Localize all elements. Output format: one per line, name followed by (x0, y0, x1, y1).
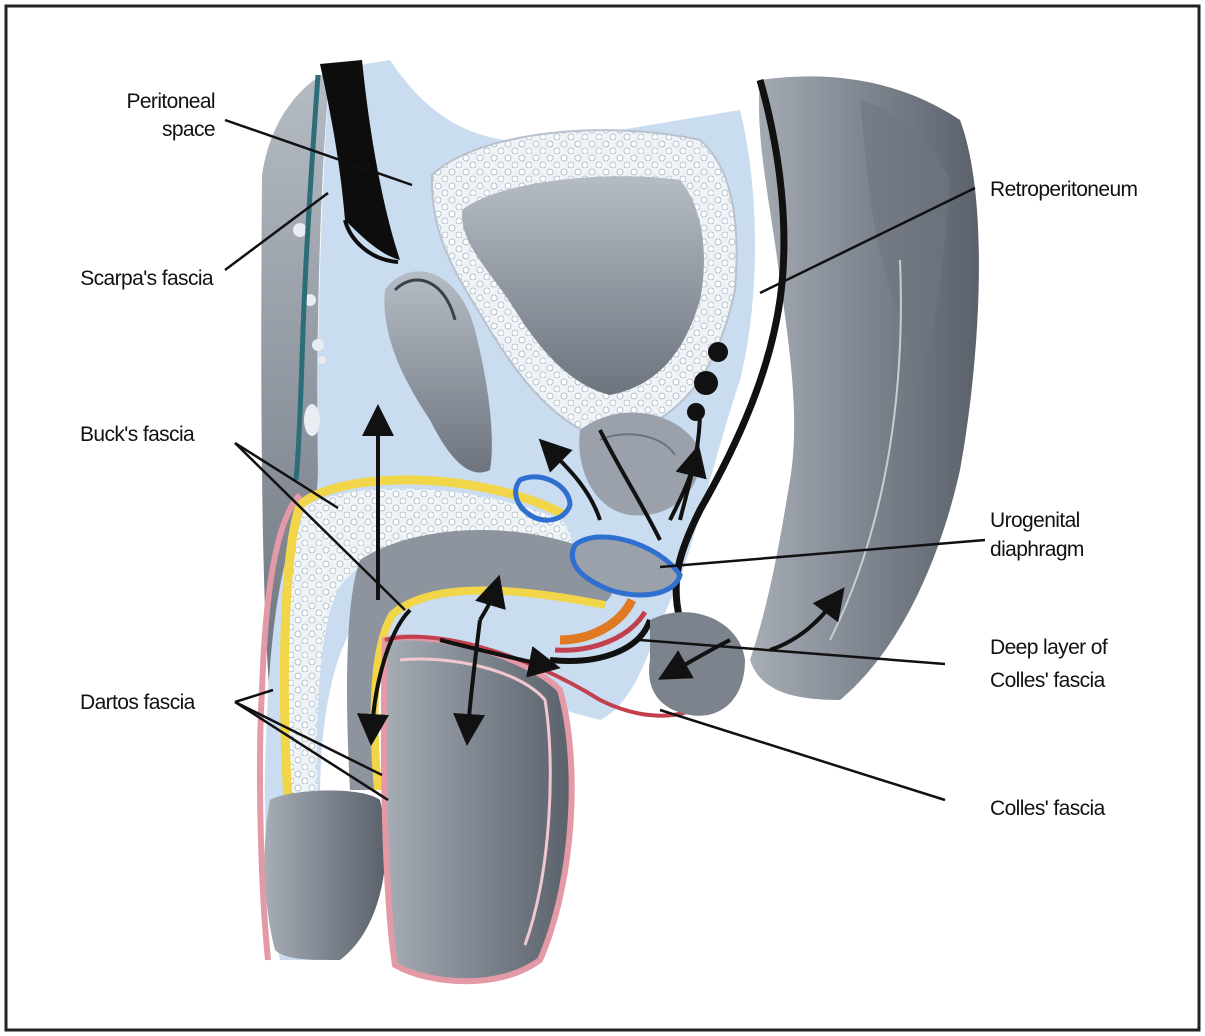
label-peritoneal-space-line2: space (162, 118, 215, 141)
wall-vessel (312, 339, 324, 351)
perineal-body (649, 612, 745, 716)
label-colles-fascia: Colles' fascia (990, 797, 1106, 820)
leader-colles-fascia (660, 710, 945, 800)
seminal-vesicle (687, 403, 705, 421)
scrotum (384, 637, 572, 981)
label-deep-layer-colles-line2: Colles' fascia (990, 669, 1106, 692)
label-bucks-fascia: Buck's fascia (80, 423, 195, 446)
leader-dartos-fascia-1 (235, 690, 273, 702)
label-dartos-fascia: Dartos fascia (80, 691, 196, 714)
label-scarpas-fascia: Scarpa's fascia (80, 267, 214, 290)
seminal-vesicle (708, 342, 728, 362)
seminal-vesicle (694, 371, 718, 395)
label-retroperitoneum: Retroperitoneum (990, 178, 1138, 201)
label-urogenital-diaphragm-line1: Urogenital (990, 509, 1080, 532)
label-peritoneal-space-line1: Peritoneal (126, 90, 215, 113)
wall-vessel (318, 356, 326, 364)
anatomy-illustration (260, 60, 979, 981)
label-deep-layer-colles-line1: Deep layer of (990, 636, 1108, 659)
wall-vessel (304, 404, 320, 436)
glans (265, 791, 386, 960)
label-urogenital-diaphragm-line2: diaphragm (990, 538, 1084, 561)
wall-vessel (293, 223, 307, 237)
